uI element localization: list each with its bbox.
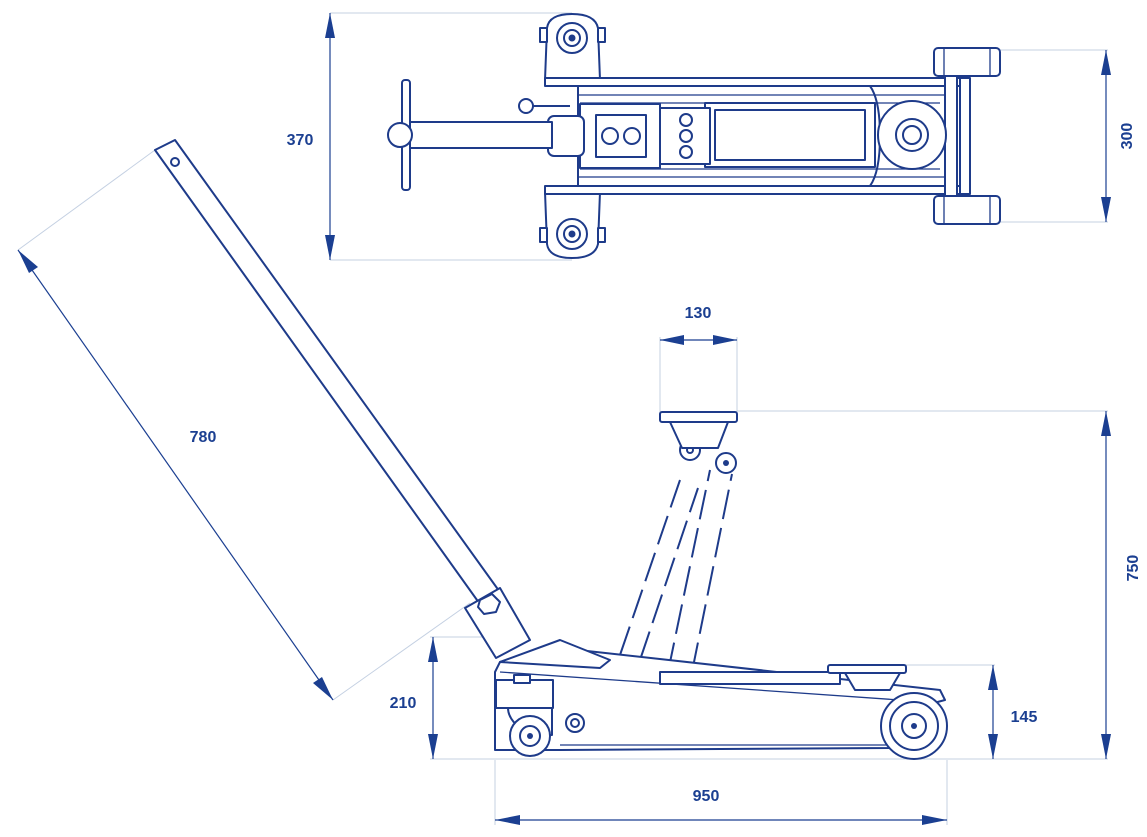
dimension-145: [988, 665, 998, 759]
saddle-top: [877, 100, 947, 170]
rear-wheel-side: [880, 692, 948, 760]
top-view: 370 300: [287, 12, 1136, 261]
dimension-label-750: 750: [1125, 555, 1142, 582]
hydraulic-cylinder-top: [659, 102, 876, 168]
dimension-label-950: 950: [693, 788, 720, 805]
dimension-label-780: 780: [190, 429, 217, 446]
dimension-label-130: 130: [685, 305, 712, 322]
rear-wheel-top: [933, 47, 1001, 77]
dimension-label-300: 300: [1119, 123, 1136, 150]
chassis-top: [544, 69, 971, 203]
dimension-130: [660, 335, 737, 345]
caster-bracket-top: [539, 13, 606, 81]
dimension-label-145: 145: [1011, 709, 1038, 726]
dimension-750: [1101, 411, 1111, 759]
caster-bracket-bottom: [539, 191, 606, 259]
dimension-label-370: 370: [287, 132, 314, 149]
dimension-210: [428, 637, 438, 759]
side-view: 130 780 750 145 210: [17, 139, 1142, 825]
chassis-side: [494, 639, 946, 751]
rear-wheel-bottom: [933, 195, 1001, 225]
dimension-370: [325, 13, 335, 260]
dimension-300: [1101, 50, 1111, 222]
handle-side: [154, 139, 531, 659]
saddle-lowered: [827, 664, 907, 691]
saddle-raised: [659, 411, 738, 449]
handle-top: [387, 79, 553, 191]
lift-arm: [619, 439, 737, 673]
dimension-950: [495, 815, 947, 825]
dimension-780: [17, 249, 334, 701]
dimension-label-210: 210: [390, 695, 417, 712]
front-caster: [495, 674, 554, 757]
